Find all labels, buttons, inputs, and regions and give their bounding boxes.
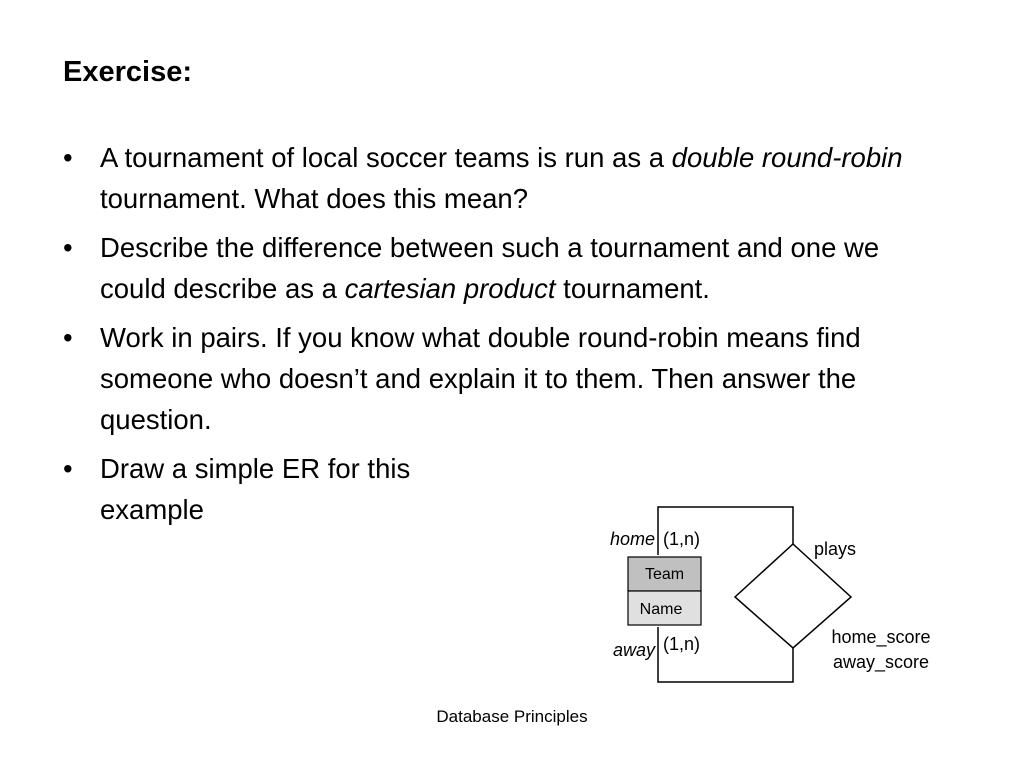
relationship-line-away [657, 627, 794, 683]
entity-attribute-box [627, 590, 702, 626]
relationship-diamond [733, 542, 853, 649]
slide-title: Exercise: [63, 56, 192, 88]
slide-footer: Database Principles [436, 707, 588, 726]
bullet-text-part: tournament. [555, 273, 710, 304]
bullet-text-part: Work in pairs. If you know what double r… [100, 322, 861, 435]
bullet-text-part: tournament. What does this mean? [100, 183, 529, 214]
entity-header-box [627, 556, 702, 592]
bullet-emphasis-cartesian-product: cartesian product [344, 273, 556, 304]
relationship-name-label: plays [814, 539, 856, 559]
bullet-marker: • [63, 142, 73, 173]
entity-name-label: Team [645, 566, 684, 583]
role-label-away: away [613, 640, 656, 660]
bullet-item-1: • A tournament of local soccer teams is … [63, 137, 923, 219]
bullet-item-2: • Describe the difference between such a… [63, 227, 923, 309]
bullet-item-4: • Draw a simple ER for this example [63, 448, 520, 530]
cardinality-label-away: (1,n) [663, 634, 700, 654]
bullet-list: • A tournament of local soccer teams is … [63, 137, 923, 538]
bullet-emphasis-double-round-robin: double round-robin [671, 142, 903, 173]
entity-attribute-label: Name [640, 601, 683, 618]
relationship-attribute-home-score: home_score [831, 627, 930, 648]
bullet-marker: • [63, 232, 73, 263]
bullet-text-part: Describe the difference between such a t… [100, 232, 880, 304]
bullet-item-3: • Work in pairs. If you know what double… [63, 317, 923, 440]
relationship-attribute-away-score: away_score [833, 652, 929, 673]
bullet-marker: • [63, 322, 73, 353]
bullet-text-part: A tournament of local soccer teams is ru… [100, 142, 672, 173]
bullet-marker: • [63, 453, 73, 484]
bullet-text-part: Draw a simple ER for this example [100, 453, 411, 525]
